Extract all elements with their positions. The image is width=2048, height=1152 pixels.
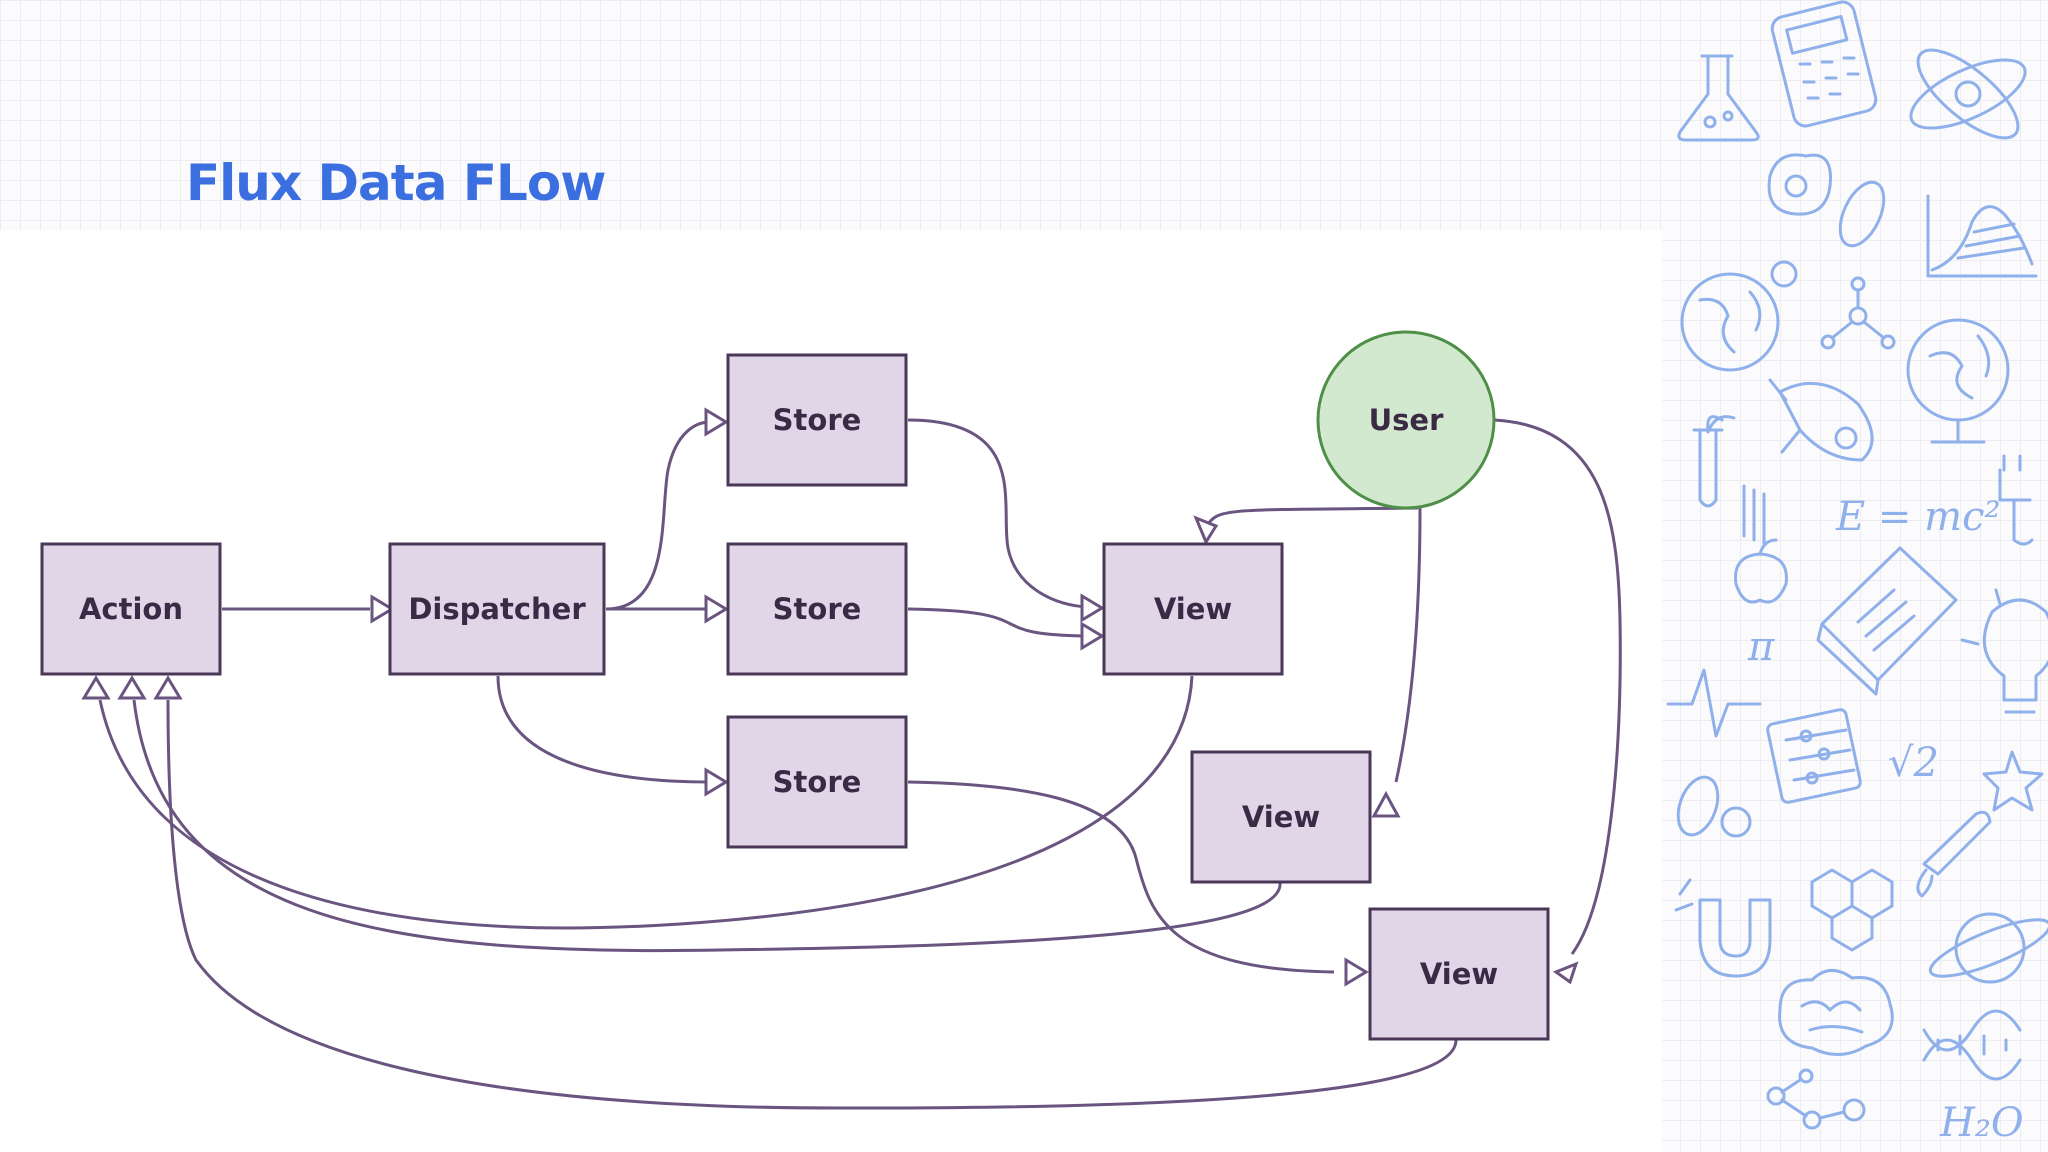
doodle-panel: E = mc² π √2 bbox=[1666, 0, 2048, 1146]
arrowhead-view-main-a bbox=[1080, 593, 1105, 623]
flask-icon bbox=[1677, 54, 1760, 142]
node-store-top: Store bbox=[726, 353, 908, 487]
atom-icon bbox=[1909, 48, 2027, 140]
test-tube-icon bbox=[1692, 415, 1736, 508]
root-text: √2 bbox=[1888, 740, 1939, 786]
arrowhead-store-top bbox=[704, 407, 729, 437]
arrowhead-store-bottom bbox=[704, 767, 729, 797]
molecule-icon bbox=[1820, 276, 1896, 350]
globe-icon-2 bbox=[1906, 318, 2010, 444]
node-view-main-label: View bbox=[1154, 592, 1232, 626]
edge-view-third-action bbox=[166, 699, 1458, 1110]
heartbeat-icon bbox=[1666, 668, 1762, 738]
planet-icon bbox=[1928, 912, 2048, 984]
lightbulb-icon bbox=[1960, 588, 2048, 714]
molecule-icon-2 bbox=[1766, 1068, 1866, 1130]
edge-store-middle-view bbox=[907, 607, 1089, 638]
pill-icon bbox=[1676, 775, 1752, 838]
arrowhead-view-main-user bbox=[1193, 515, 1219, 546]
magnet-icon bbox=[1674, 878, 1772, 978]
node-user-label: User bbox=[1369, 403, 1444, 437]
node-view-second-label: View bbox=[1242, 800, 1320, 834]
arrowhead-action-1 bbox=[81, 675, 111, 700]
book-icon bbox=[1816, 546, 1958, 696]
node-store-middle-label: Store bbox=[773, 592, 862, 626]
arrowhead-view-third-store bbox=[1344, 957, 1369, 987]
node-store-bottom: Store bbox=[726, 715, 908, 849]
pi-text: π bbox=[1747, 624, 1775, 670]
node-view-third: View bbox=[1368, 907, 1550, 1041]
edge-user-view-second bbox=[1394, 507, 1422, 783]
water-text: H₂O bbox=[1939, 1100, 2024, 1146]
node-view-main: View bbox=[1102, 542, 1284, 676]
node-action-label: Action bbox=[79, 592, 183, 626]
edge-store-bottom-view-third bbox=[907, 780, 1335, 974]
arrowhead-view-second bbox=[1371, 790, 1401, 818]
node-dispatcher-label: Dispatcher bbox=[408, 592, 586, 626]
edge-user-view-third bbox=[1493, 418, 1622, 955]
rocket-icon bbox=[1768, 378, 1874, 462]
node-store-middle: Store bbox=[726, 542, 908, 676]
hexagon-molecule-icon bbox=[1810, 868, 1894, 952]
slide-title: Flux Data FLow bbox=[186, 154, 606, 212]
abacus-icon bbox=[1766, 708, 1862, 804]
node-view-second: View bbox=[1190, 750, 1372, 884]
brain-icon bbox=[1778, 969, 1894, 1056]
chart-icon bbox=[1926, 194, 2038, 278]
edge-dispatcher-store-top bbox=[605, 420, 711, 611]
globe-icon bbox=[1680, 260, 1798, 372]
node-action: Action bbox=[40, 542, 222, 676]
node-user: User bbox=[1316, 330, 1496, 510]
plug-icon bbox=[1998, 454, 2034, 546]
arrowhead-action-3 bbox=[153, 675, 183, 700]
formula-text: E = mc² bbox=[1835, 494, 2001, 540]
edge-view-main-action bbox=[98, 675, 1194, 930]
edge-store-top-view bbox=[907, 418, 1089, 609]
arrowhead-view-third-user bbox=[1552, 961, 1579, 985]
edge-dispatcher-store-bottom bbox=[496, 675, 711, 784]
edge-user-view-main bbox=[1199, 506, 1419, 532]
bacteria-icon bbox=[1767, 153, 1886, 248]
node-store-top-label: Store bbox=[773, 403, 862, 437]
edge-view-second-action bbox=[132, 699, 1282, 953]
node-dispatcher: Dispatcher bbox=[388, 542, 606, 676]
apple-icon bbox=[1734, 484, 1788, 604]
arrowhead-dispatcher bbox=[370, 594, 395, 624]
calculator-icon bbox=[1770, 0, 1878, 128]
node-store-bottom-label: Store bbox=[773, 765, 862, 799]
thermometer-icon bbox=[1916, 810, 1992, 898]
arrowhead-action-2 bbox=[117, 675, 147, 700]
node-view-third-label: View bbox=[1420, 957, 1498, 991]
dna-icon bbox=[1922, 1009, 2022, 1081]
star-icon bbox=[1982, 750, 2044, 812]
arrowhead-store-middle bbox=[704, 594, 729, 624]
edges bbox=[81, 407, 1622, 1110]
arrowhead-view-main-b bbox=[1080, 621, 1105, 651]
